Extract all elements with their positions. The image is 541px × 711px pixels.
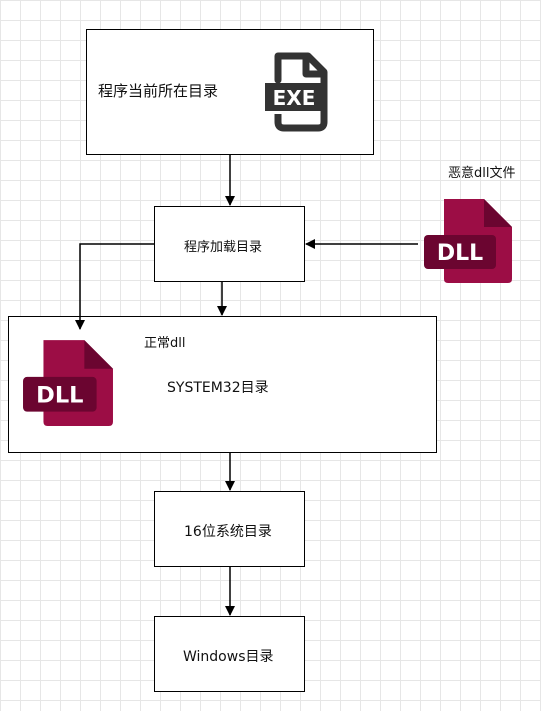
normal-dll-icon: DLL <box>23 340 113 426</box>
exe-icon-text: EXE <box>273 86 316 110</box>
malicious-dll-icon: DLL <box>424 199 512 283</box>
system16-dir-node <box>154 491 305 567</box>
system16-dir-label: 16位系统目录 <box>184 524 272 540</box>
program-dir-label: 程序当前所在目录 <box>98 82 219 100</box>
normal-dll-label: 正常dll <box>144 336 186 351</box>
windows-dir-label: Windows目录 <box>183 649 274 665</box>
exe-file-icon: EXE <box>265 52 328 132</box>
system32-dir-label: SYSTEM32目录 <box>167 380 269 396</box>
malicious-dll-label: 恶意dll文件 <box>448 166 516 181</box>
load-dir-node <box>154 206 305 282</box>
load-dir-label: 程序加载目录 <box>184 240 263 255</box>
edge-load-to-normal-dll <box>75 243 154 330</box>
malicious-dll-icon-text: DLL <box>437 241 483 266</box>
normal-dll-icon-text: DLL <box>36 382 83 408</box>
windows-dir-node <box>154 616 305 692</box>
